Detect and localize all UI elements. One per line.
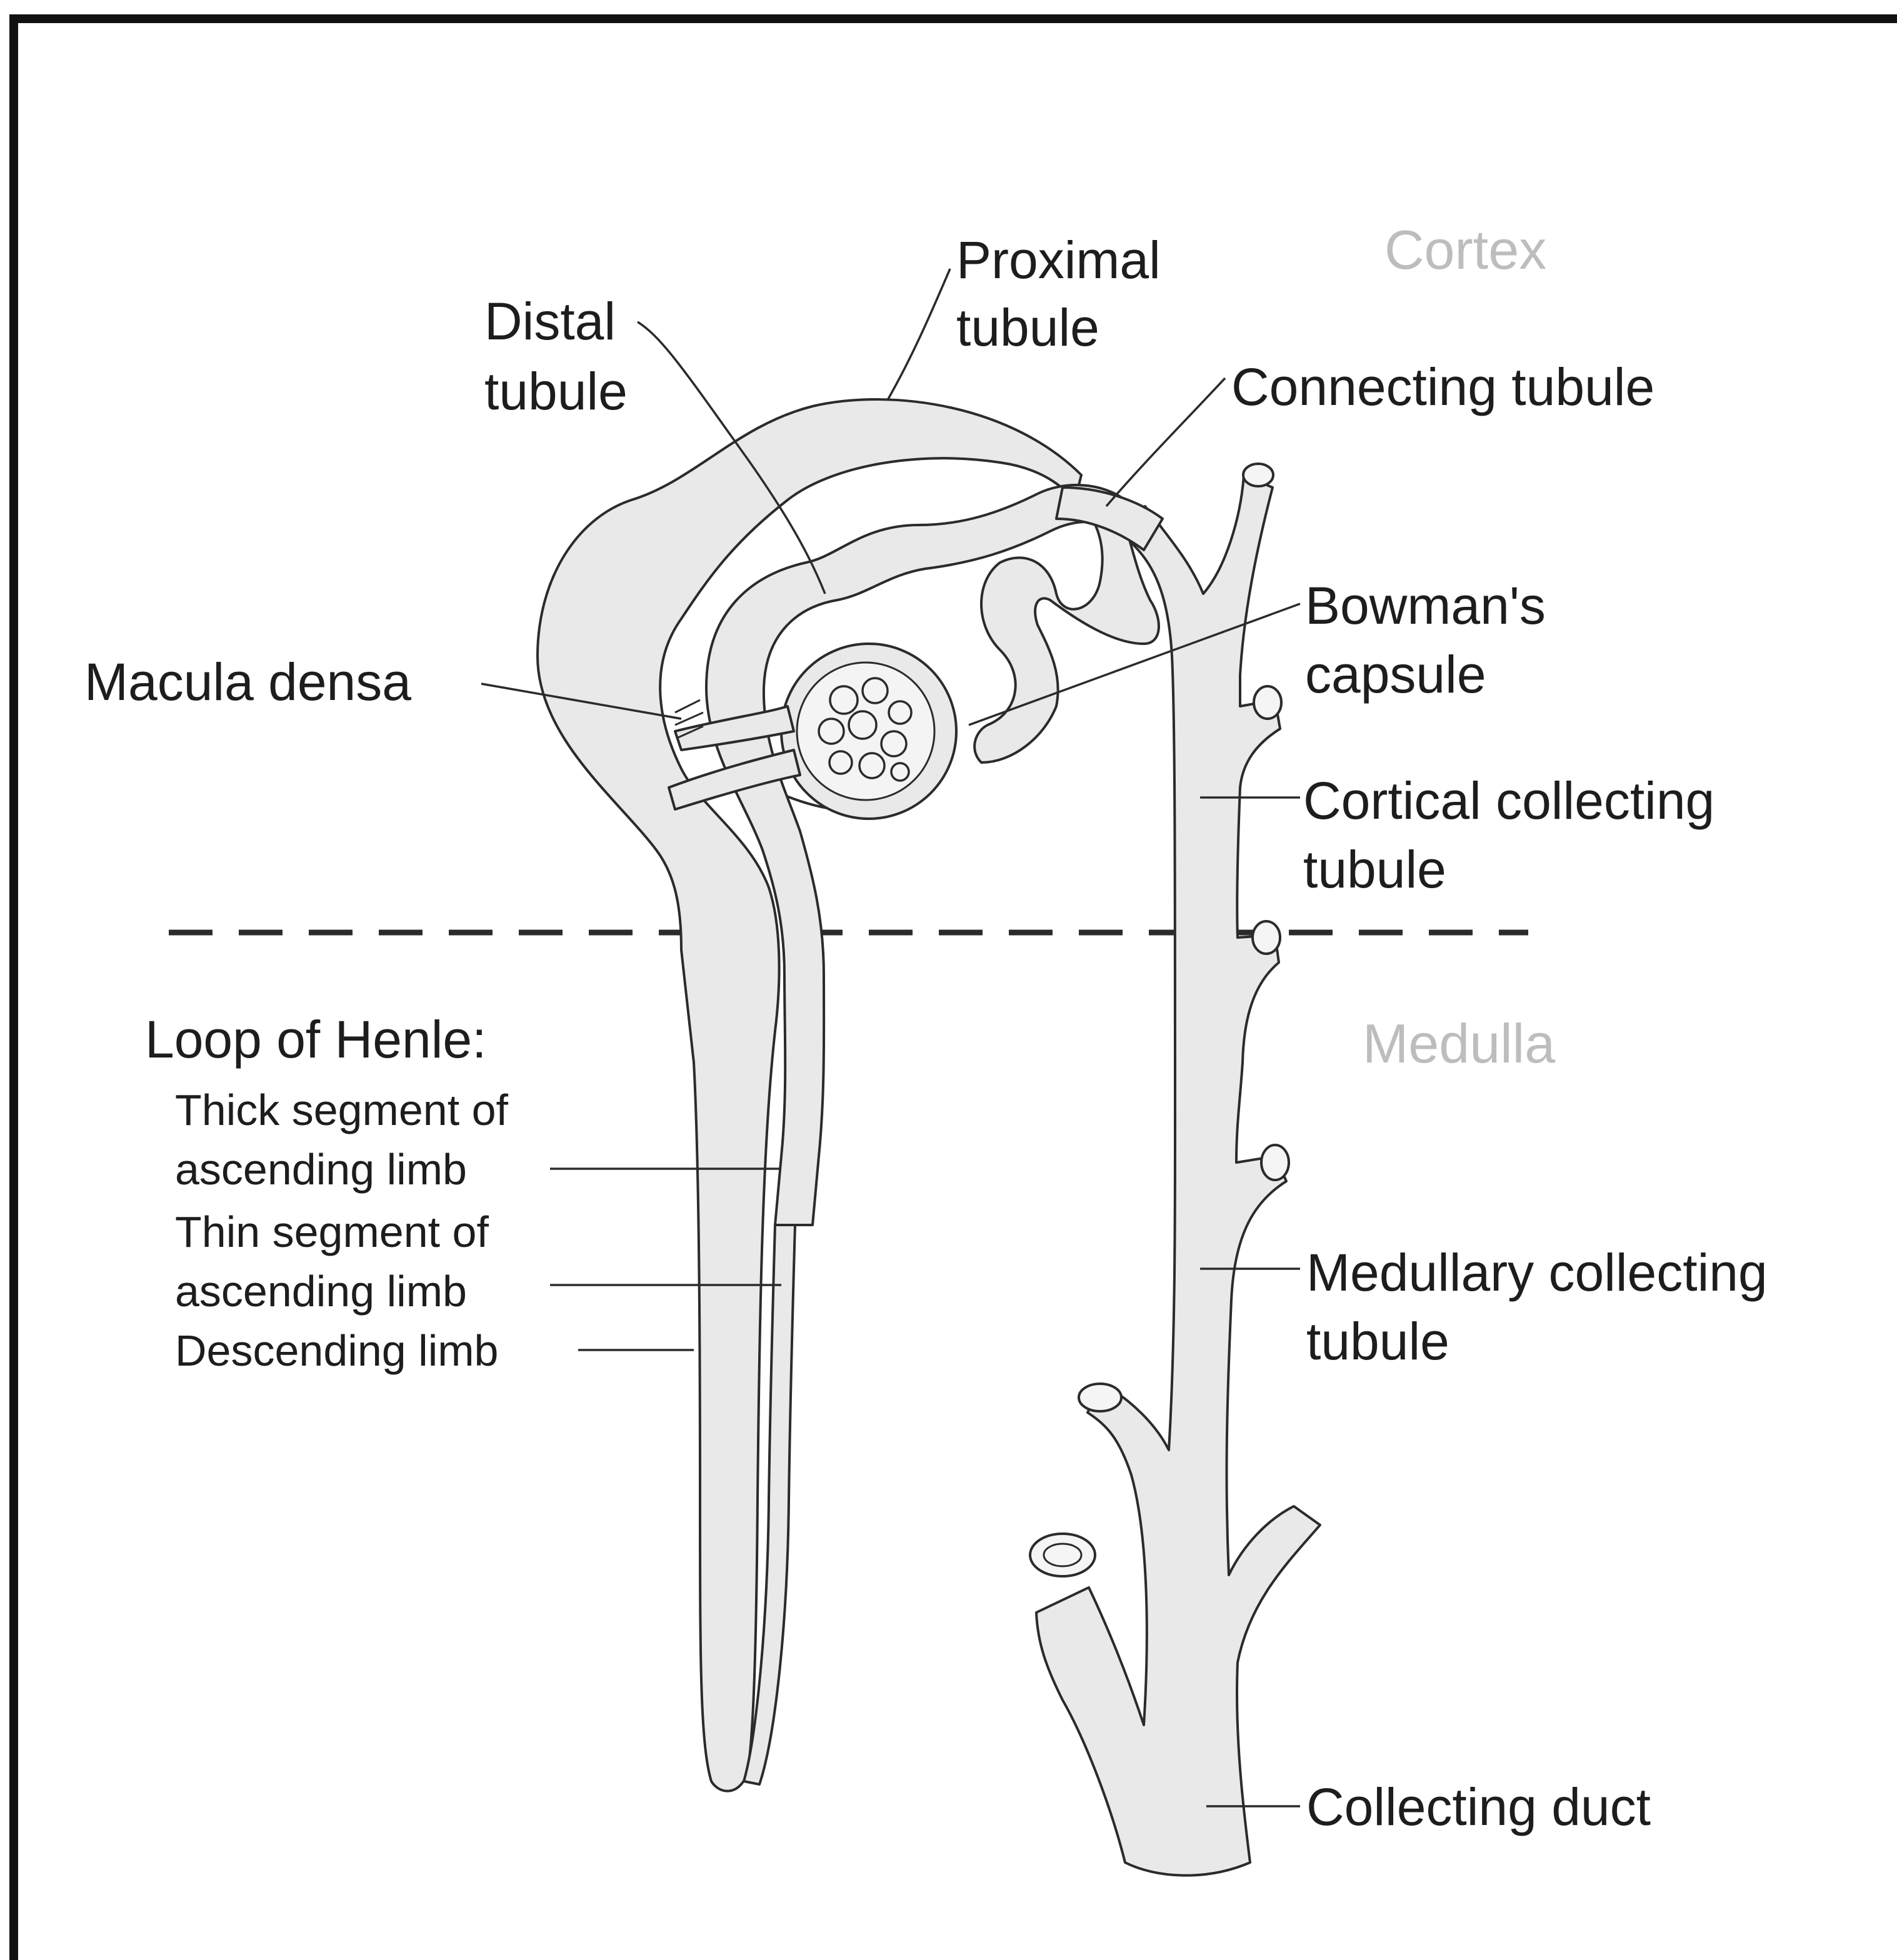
svg-text:Proximal: Proximal	[956, 231, 1161, 289]
label-macula-densa: Macula densa	[84, 652, 411, 711]
branch-opening-2	[1253, 921, 1280, 954]
label-distal-tubule: Distal tubule	[484, 292, 628, 421]
label-thick-ascending-limb: Thick segment of ascending limb	[175, 1086, 509, 1194]
label-connecting-tubule: Connecting tubule	[1231, 358, 1654, 416]
svg-text:capsule: capsule	[1305, 645, 1486, 704]
svg-text:ascending limb: ascending limb	[175, 1145, 467, 1194]
label-medullary-collecting-tubule: Medullary collecting tubule	[1306, 1243, 1768, 1371]
label-thin-ascending-limb: Thin segment of ascending limb	[175, 1208, 489, 1316]
label-collecting-duct: Collecting duct	[1306, 1778, 1651, 1836]
label-descending-limb: Descending limb	[175, 1326, 498, 1375]
label-proximal-tubule: Proximal tubule	[956, 231, 1161, 357]
svg-text:tubule: tubule	[484, 362, 628, 421]
svg-text:tubule: tubule	[1303, 840, 1446, 899]
branch-opening-5	[1030, 1534, 1095, 1576]
svg-text:tubule: tubule	[956, 298, 1099, 357]
svg-text:Medullary collecting: Medullary collecting	[1306, 1243, 1768, 1302]
branch-opening-1	[1254, 686, 1281, 719]
svg-text:ascending limb: ascending limb	[175, 1267, 467, 1316]
branch-opening-top	[1243, 464, 1273, 486]
label-bowmans-capsule: Bowman's capsule	[1305, 576, 1546, 704]
svg-text:Distal: Distal	[484, 292, 616, 351]
region-cortex: Cortex	[1384, 219, 1546, 281]
diagram-frame	[14, 19, 1897, 1960]
svg-text:Cortical collecting: Cortical collecting	[1303, 771, 1714, 830]
branch-opening-4	[1079, 1384, 1121, 1411]
svg-text:Thick segment of: Thick segment of	[175, 1086, 509, 1134]
svg-text:Bowman's: Bowman's	[1305, 576, 1546, 635]
branch-opening-3	[1261, 1145, 1289, 1180]
label-cortical-collecting-tubule: Cortical collecting tubule	[1303, 771, 1714, 899]
svg-text:Thin segment of: Thin segment of	[175, 1208, 489, 1256]
label-loop-of-henle: Loop of Henle:	[145, 1010, 486, 1069]
svg-text:tubule: tubule	[1306, 1312, 1449, 1371]
collecting-system	[1030, 464, 1320, 1876]
region-medulla: Medulla	[1363, 1012, 1555, 1074]
nephron-tubules	[538, 399, 1163, 1791]
